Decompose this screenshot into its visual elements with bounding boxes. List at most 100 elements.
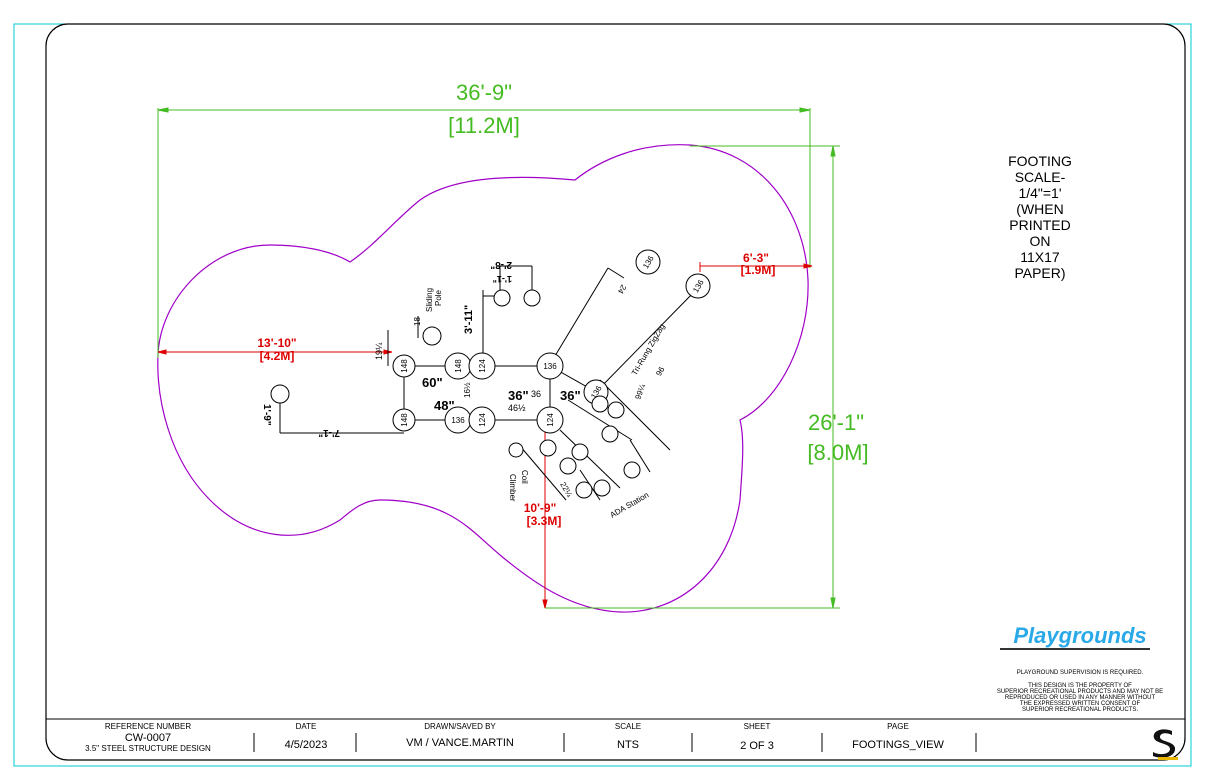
post-small-h: [593, 479, 611, 497]
post-small-i: [601, 425, 619, 443]
right-clearance-m: [1.9M]: [741, 263, 776, 277]
svg-text:SUPERIOR RECREATIONAL PRODUCTS: SUPERIOR RECREATIONAL PRODUCTS.: [1022, 707, 1138, 713]
svg-text:SCALE-: SCALE-: [1015, 169, 1066, 185]
svg-text:124: 124: [478, 359, 487, 373]
ada-station-label: ADA Station: [609, 490, 651, 519]
post-small-j: [623, 461, 641, 479]
post-small-b: [523, 289, 541, 307]
page-label: PAGE: [887, 722, 909, 731]
scale-label: SCALE: [615, 722, 641, 731]
svg-text:SUPERIOR RECREATIONAL PRODUCTS: SUPERIOR RECREATIONAL PRODUCTS AND MAY N…: [997, 689, 1163, 695]
overall-depth-m: [8.0M]: [807, 440, 868, 465]
drawn-by-label: DRAWN/SAVED BY: [424, 722, 496, 731]
post-small-g: [575, 481, 593, 499]
svg-text:136: 136: [543, 362, 557, 371]
post-small-f: [571, 443, 589, 461]
page-value: FOOTINGS_VIEW: [852, 739, 944, 751]
svg-text:PRINTED: PRINTED: [1009, 217, 1070, 233]
post-148-a: 148: [392, 354, 416, 378]
dim-99: 99¼: [633, 383, 647, 401]
dim-16: 16½: [463, 382, 472, 398]
post-small-e: [559, 457, 577, 475]
sheet-label: SHEET: [744, 722, 771, 731]
coil-label-2: Climber: [508, 474, 517, 502]
playgrounds-logo: Playgrounds: [1013, 623, 1146, 648]
post-left-end: [270, 384, 290, 404]
dim-7-1: 7'-1": [318, 427, 340, 438]
svg-text:11X17: 11X17: [1020, 249, 1060, 265]
scale-value: NTS: [617, 739, 639, 751]
overall-depth-dimension: [545, 145, 840, 609]
post-small-l: [607, 401, 625, 419]
post-136-e: 136: [685, 273, 711, 299]
use-zone-boundary: [157, 144, 809, 613]
drawing-border: [45, 23, 1186, 761]
dim-96: 96: [654, 365, 667, 378]
date-label: DATE: [296, 722, 317, 731]
dim-19: 19¼: [374, 342, 384, 360]
svg-text:148: 148: [400, 359, 409, 373]
left-clearance-ft: 13'-10": [257, 336, 296, 350]
date-value: 4/5/2023: [285, 739, 328, 751]
coil-label-1: Coil: [520, 470, 529, 484]
left-clearance-m: [4.2M]: [260, 349, 295, 363]
spacing-60: 60": [422, 375, 443, 390]
post-small-k: [591, 395, 609, 413]
right-clearance-callout: [699, 262, 813, 272]
svg-text:REPRODUCED OR USED IN ANY MANN: REPRODUCED OR USED IN ANY MANNER WITHOUT: [1005, 695, 1156, 701]
dim-1-1: 1'-1": [493, 274, 512, 284]
footing-posts: 148 148 148 124 136 124 136 124 136 136 …: [270, 249, 711, 499]
sheet-value: 2 OF 3: [740, 740, 774, 752]
sliding-pole-label-2: Pole: [434, 289, 443, 306]
supervision-note: PLAYGROUND SUPERVISION IS REQUIRED.: [1017, 670, 1144, 676]
dim-18: 18: [413, 317, 422, 326]
svg-text:148: 148: [400, 413, 409, 427]
post-124-a: 124: [468, 352, 496, 380]
post-136-d: 136: [635, 249, 661, 275]
svg-text:PAPER): PAPER): [1014, 265, 1065, 281]
dim-1-9: 1'-9": [261, 404, 272, 426]
dim-3-11: 3'-11": [463, 305, 475, 334]
post-148-b: 148: [392, 408, 416, 432]
svg-text:124: 124: [546, 413, 555, 427]
footing-scale-note: FOOTING SCALE- 1/4"=1' (WHEN PRINTED ON …: [1008, 153, 1072, 281]
legal-notice: THIS DESIGN IS THE PROPERTY OF SUPERIOR …: [997, 683, 1163, 713]
svg-text:136: 136: [451, 416, 465, 425]
post-148-c: 148: [444, 352, 472, 380]
post-small-c: [508, 442, 524, 458]
dim-24: 24: [616, 283, 629, 296]
left-clearance-callout: [157, 349, 393, 355]
svg-text:FOOTING: FOOTING: [1008, 153, 1072, 169]
title-block: REFERENCE NUMBER CW-0007 3.5" STEEL STRU…: [46, 718, 1185, 760]
spacing-36-b: 36": [560, 388, 581, 403]
right-clearance-ft: 6'-3": [743, 251, 769, 265]
svg-text:124: 124: [478, 413, 487, 427]
overall-width-ft: 36'-9": [456, 80, 512, 105]
post-124-c: 124: [536, 406, 564, 434]
svg-text:1/4"=1': 1/4"=1': [1018, 185, 1061, 201]
ref-number-value: CW-0007: [125, 732, 171, 744]
logo-tagline-rule: [1000, 648, 1150, 650]
svg-text:148: 148: [454, 359, 463, 373]
post-136-a: 136: [444, 406, 472, 434]
bottom-clearance-m: [3.3M]: [527, 514, 562, 528]
sliding-pole-label-1: Sliding: [425, 288, 434, 312]
svg-text:(WHEN: (WHEN: [1016, 201, 1063, 217]
svg-text:ON: ON: [1030, 233, 1051, 249]
overall-width-dimension: [157, 107, 811, 358]
dim-36: 36: [531, 389, 541, 399]
svg-text:THIS DESIGN IS THE PROPERTY OF: THIS DESIGN IS THE PROPERTY OF: [1028, 683, 1132, 689]
dim-46: 46½: [508, 403, 526, 413]
spacing-36-a: 36": [508, 388, 529, 403]
spacing-48: 48": [434, 398, 455, 413]
svg-text:THE EXPRESSED WRITTEN CONSENT: THE EXPRESSED WRITTEN CONSENT OF: [1020, 701, 1141, 707]
post-small-d: [539, 439, 557, 457]
ref-number-desc: 3.5" STEEL STRUCTURE DESIGN: [85, 744, 211, 753]
dim-2-8: 2'-8": [490, 259, 512, 270]
post-136-b: 136: [536, 352, 564, 380]
dim-22: 22¼: [558, 481, 574, 499]
superior-s-icon: [1153, 729, 1178, 760]
bottom-clearance-ft: 10'-9": [524, 501, 557, 515]
overall-depth-ft: 26'-1": [808, 410, 864, 435]
